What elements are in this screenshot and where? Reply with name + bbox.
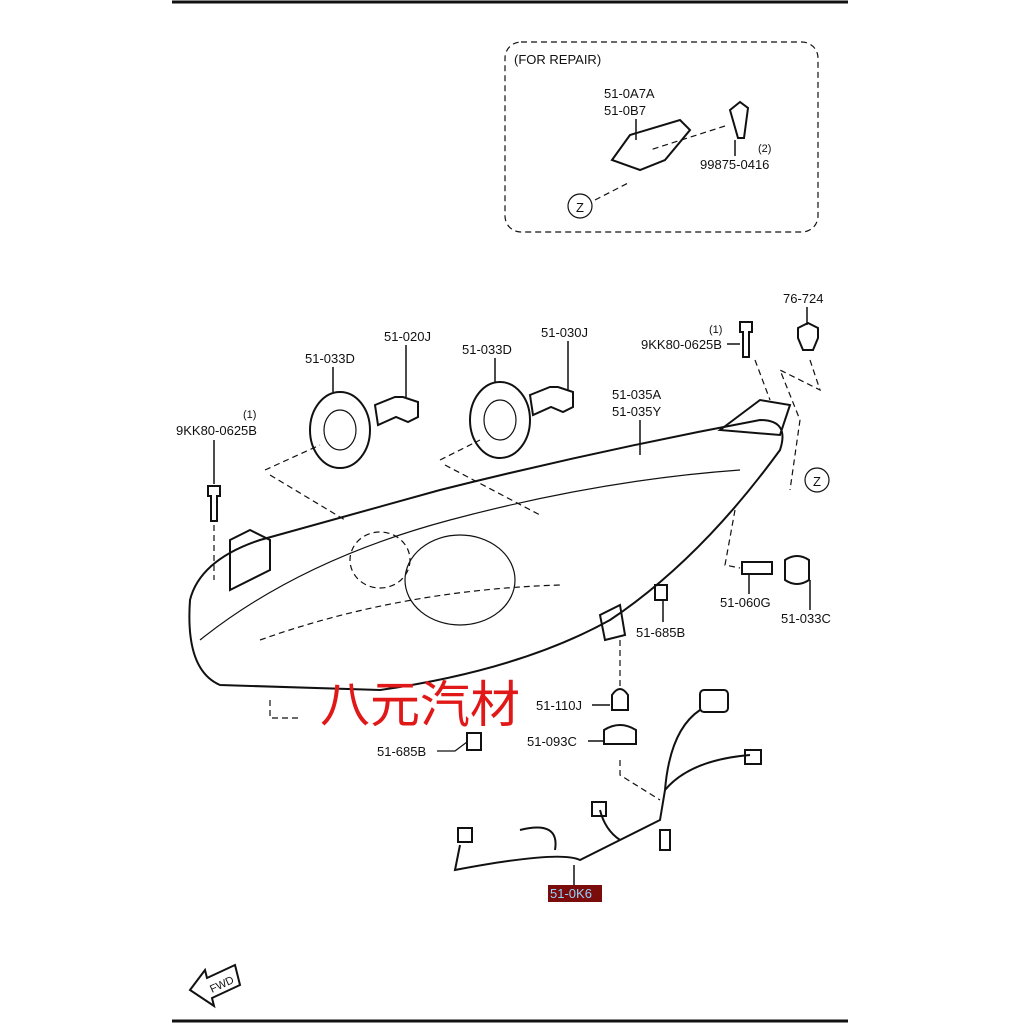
bulb-1 — [373, 396, 419, 427]
label-clip-right: 51-685B — [636, 625, 685, 640]
cap-1 — [309, 391, 371, 469]
cap-2 — [469, 381, 531, 459]
label-clip-left: 51-685B — [377, 744, 426, 759]
label-76-724: 76-724 — [783, 291, 823, 306]
label-51-0b7: 51-0B7 — [604, 103, 646, 118]
marker-z-inset: Z — [576, 200, 584, 215]
repair-inset: (FOR REPAIR) 51-0A7A 51-0B7 (2) 99875-04… — [504, 41, 819, 233]
fwd-arrow: FWD — [188, 963, 242, 1009]
label-bolt-right: 9KK80-0625B — [641, 337, 722, 352]
label-harness: 51-0K6 — [550, 886, 592, 901]
harness-label-highlight — [548, 885, 602, 902]
marker-z: Z — [813, 474, 821, 489]
label-51-0a7a: 51-0A7A — [604, 86, 655, 101]
bulb-51-110j — [611, 688, 629, 711]
label-bulb-1: 51-020J — [384, 329, 431, 344]
label-51-033c: 51-033C — [781, 611, 831, 626]
bolt-right — [739, 321, 753, 358]
socket-51-093c — [603, 724, 637, 745]
headlamp-housing — [188, 398, 792, 692]
qty-bolt-left: (1) — [243, 409, 256, 421]
screw-part — [728, 100, 750, 139]
clip-right — [654, 584, 668, 601]
label-housing-y: 51-035Y — [612, 404, 661, 419]
label-bulb-2: 51-030J — [541, 325, 588, 340]
wiring-harness — [453, 689, 762, 872]
label-99875-0416: 99875-0416 — [700, 157, 769, 172]
qty-2: (2) — [758, 143, 771, 155]
bolt-left — [207, 485, 221, 522]
bulb-2 — [528, 386, 574, 417]
clip-left — [466, 732, 482, 751]
bracket-part — [610, 118, 692, 172]
label-cap-2: 51-033D — [462, 342, 512, 357]
clip-76-724 — [797, 321, 819, 351]
qty-bolt-right: (1) — [709, 324, 722, 336]
label-51-110j: 51-110J — [536, 698, 582, 713]
label-51-060g: 51-060G — [720, 595, 771, 610]
label-housing-a: 51-035A — [612, 387, 661, 402]
socket-51-033c — [784, 555, 810, 585]
repair-title: (FOR REPAIR) — [514, 52, 601, 67]
watermark: 八元汽材 — [320, 676, 520, 734]
bulb-51-060g — [741, 561, 773, 575]
label-51-093c: 51-093C — [527, 734, 577, 749]
label-cap-1: 51-033D — [305, 351, 355, 366]
label-bolt-left: 9KK80-0625B — [176, 423, 257, 438]
